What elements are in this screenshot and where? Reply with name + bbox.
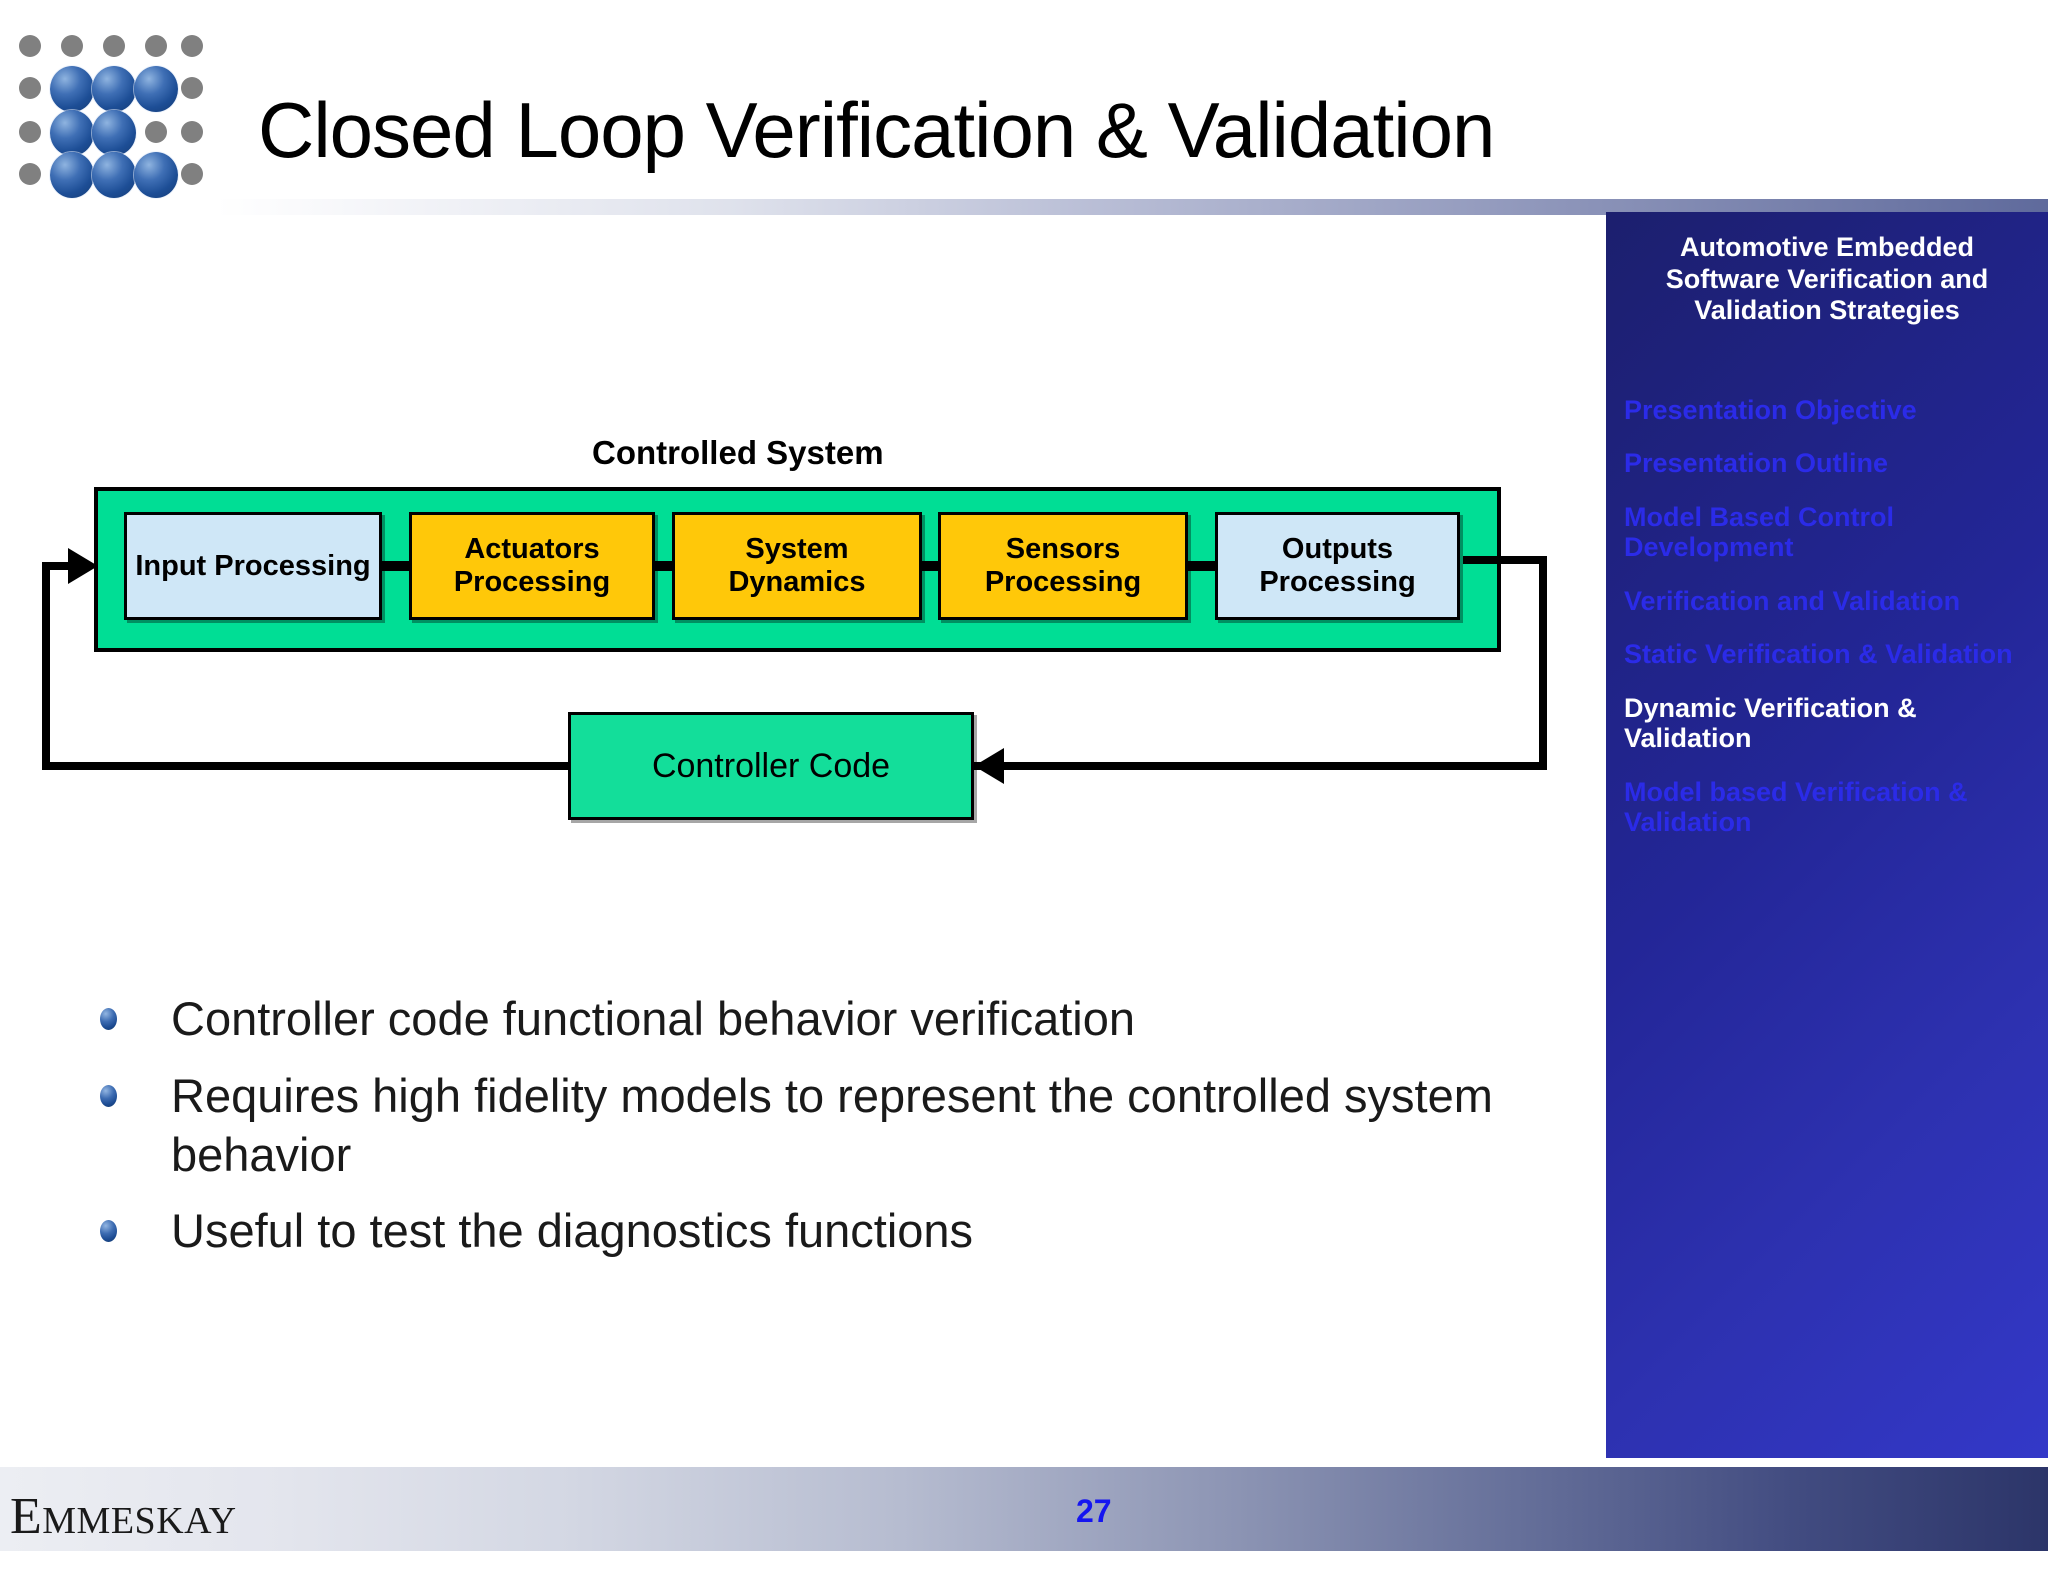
- block-system-dynamics: System Dynamics: [672, 512, 922, 620]
- sidebar-item-model-based-verification-validation[interactable]: Model based Verification & Validation: [1624, 776, 1968, 838]
- feedback-wire-bottom-right: [974, 762, 1547, 770]
- page-number: 27: [1076, 1493, 1112, 1529]
- footer-company-initial: E: [10, 1488, 43, 1545]
- sidebar-item-presentation-outline[interactable]: Presentation Outline: [1624, 448, 1889, 479]
- logo-sphere-dot: [92, 110, 136, 156]
- list-item: Requires high fidelity models to represe…: [100, 1067, 1560, 1185]
- logo-gray-dot: [145, 121, 167, 143]
- logo-sphere-dot: [50, 66, 94, 112]
- list-item: Controller code functional behavior veri…: [100, 990, 1560, 1049]
- sidebar-item-presentation-objective[interactable]: Presentation Objective: [1624, 394, 1917, 425]
- connector-sensors-to-outputs: [1186, 561, 1218, 571]
- logo-gray-dot: [19, 77, 41, 99]
- emmeskay-dot-grid-logo: [14, 22, 203, 198]
- footer-company-logo: EMMESKAY: [10, 1487, 237, 1546]
- sidebar-heading: Automotive Embedded Software Verificatio…: [1665, 232, 1989, 326]
- feedback-wire-vertical-left: [42, 566, 50, 770]
- connector-actuators-to-system: [653, 561, 675, 571]
- list-item: Useful to test the diagnostics functions: [100, 1202, 1560, 1261]
- logo-gray-dot: [103, 35, 125, 57]
- block-outputs-processing: Outputs Processing: [1215, 512, 1460, 620]
- arrow-left-icon: [974, 748, 1004, 784]
- logo-gray-dot: [19, 163, 41, 185]
- feedback-wire-top-left: [42, 562, 84, 570]
- logo-gray-dot: [181, 121, 203, 143]
- logo-gray-dot: [19, 35, 41, 57]
- sidebar-item-static-verification-validation[interactable]: Static Verification & Validation: [1624, 639, 2013, 670]
- logo-gray-dot: [145, 35, 167, 57]
- block-controller-code: Controller Code: [568, 712, 974, 820]
- bullet-sphere-icon: [100, 1220, 117, 1243]
- block-input-processing: Input Processing: [124, 512, 382, 620]
- bullet-sphere-icon: [100, 1084, 117, 1107]
- logo-sphere-dot: [134, 66, 178, 112]
- block-sensors-processing: Sensors Processing: [938, 512, 1188, 620]
- sidebar-item-model-based-control-development[interactable]: Model Based Control Development: [1624, 501, 1895, 563]
- logo-gray-dot: [181, 35, 203, 57]
- logo-gray-dot: [19, 121, 41, 143]
- block-actuators-processing: Actuators Processing: [409, 512, 655, 620]
- logo-sphere-dot: [92, 66, 136, 112]
- sidebar-nav: Presentation Objective Presentation Outl…: [1606, 395, 2048, 838]
- feedback-wire-bottom-left: [42, 762, 569, 770]
- arrow-right-icon: [68, 548, 98, 584]
- bullet-text: Useful to test the diagnostics functions: [171, 1204, 974, 1258]
- header-divider-gradient: [216, 199, 2048, 215]
- bullet-list: Controller code functional behavior veri…: [100, 990, 1560, 1279]
- page-title: Closed Loop Verification & Validation: [258, 86, 1495, 174]
- footer-company-name: MMESKAY: [42, 1500, 237, 1542]
- connector-system-to-sensors: [920, 561, 940, 571]
- sidebar-item-dynamic-verification-validation[interactable]: Dynamic Verification & Validation: [1624, 692, 1917, 754]
- bullet-text: Controller code functional behavior veri…: [171, 992, 1136, 1045]
- sidebar-item-verification-and-validation[interactable]: Verification and Validation: [1624, 585, 1961, 616]
- controlled-system-label: Controlled System: [592, 434, 884, 471]
- logo-gray-dot: [61, 35, 83, 57]
- bullet-sphere-icon: [100, 1008, 117, 1030]
- logo-gray-dot: [181, 77, 203, 99]
- bullet-text: Requires high fidelity models to represe…: [171, 1068, 1493, 1181]
- feedback-wire-top-right: [1463, 556, 1547, 564]
- logo-sphere-dot: [50, 110, 94, 156]
- logo-sphere-dot: [134, 152, 178, 198]
- footer-gradient-bar: [0, 1467, 2048, 1551]
- connector-input-to-actuators: [381, 561, 411, 571]
- sidebar: Automotive Embedded Software Verificatio…: [1606, 212, 2048, 1458]
- feedback-wire-vertical-right: [1539, 556, 1547, 768]
- logo-sphere-dot: [92, 152, 136, 198]
- logo-gray-dot: [181, 163, 203, 185]
- logo-sphere-dot: [50, 152, 94, 198]
